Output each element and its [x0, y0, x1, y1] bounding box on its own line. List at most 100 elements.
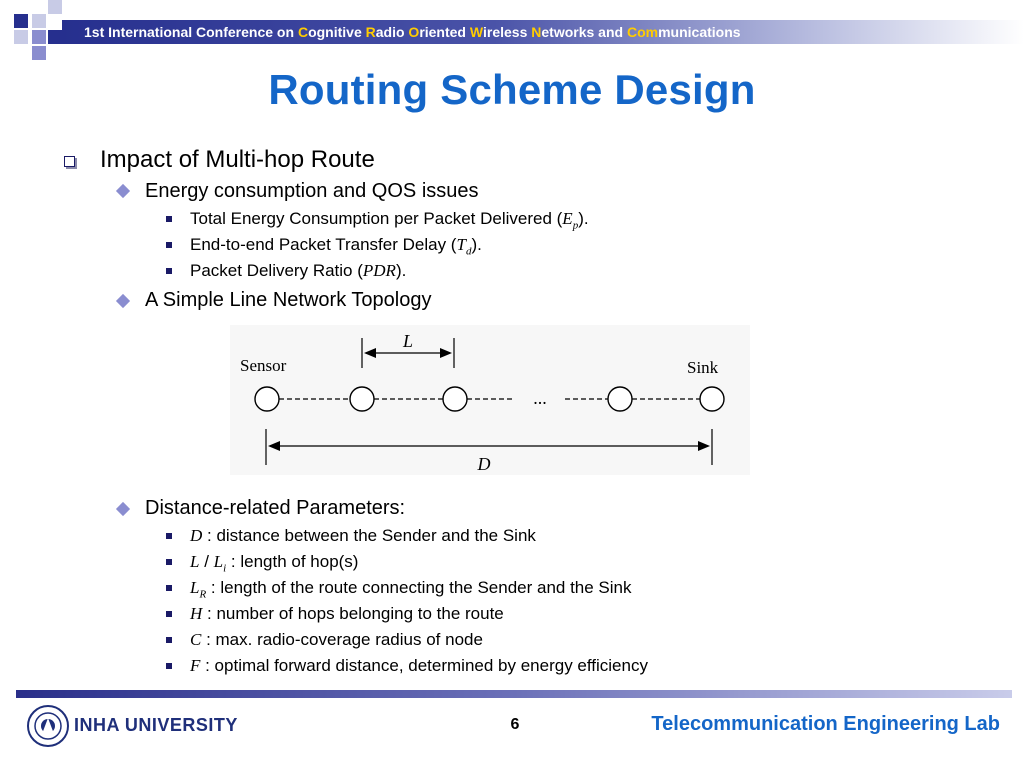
ep-symbol: Ep	[562, 209, 579, 232]
lr-sub: R	[199, 588, 207, 601]
distance-label: D	[477, 454, 491, 474]
ep-post: ).	[578, 209, 589, 228]
seal-emblem	[42, 718, 54, 734]
conference-title-segment: 1st International Conference on	[84, 24, 298, 40]
sink-node	[699, 386, 725, 412]
param-lr: LR : length of the route connecting the …	[190, 578, 632, 600]
sink-label: Sink	[687, 358, 719, 377]
c-text: : max. radio-coverage radius of node	[201, 630, 483, 649]
param-h: H : number of hops belonging to the rout…	[190, 604, 504, 624]
conference-title-segment: R	[365, 24, 376, 40]
hop-arrowhead-right	[440, 348, 452, 358]
td-pre: End-to-end Packet Transfer Delay (	[190, 235, 457, 254]
diamond-bullet-icon	[115, 183, 131, 199]
d-text: : distance between the Sender and the Si…	[202, 526, 536, 545]
relay-node	[607, 386, 633, 412]
l-text: : length of hop(s)	[226, 552, 359, 571]
square-bullet-icon	[64, 156, 75, 167]
td-symbol: Td	[456, 235, 472, 258]
td-sub: d	[465, 245, 472, 258]
ep-sub: p	[572, 219, 579, 232]
distance-arrowhead-right	[698, 441, 710, 451]
header-square	[14, 14, 28, 28]
ep-pre: Total Energy Consumption per Packet Deli…	[190, 209, 563, 228]
d-sym: D	[190, 526, 203, 545]
f-text: : optimal forward distance, determined b…	[200, 656, 648, 675]
small-square-bullet-icon	[166, 585, 172, 591]
distance-arrowhead-left	[268, 441, 280, 451]
slide-title: Routing Scheme Design	[268, 66, 756, 113]
l-sym: L	[190, 552, 200, 571]
td-sym: T	[456, 235, 466, 254]
li-sub: i	[223, 562, 227, 575]
small-square-bullet-icon	[166, 242, 172, 248]
conference-title-segment: N	[531, 24, 542, 40]
small-square-bullet-icon	[166, 268, 172, 274]
sensor-label: Sensor	[240, 356, 287, 375]
footer-bar	[16, 690, 1012, 698]
seal-inner-ring	[34, 712, 62, 740]
hop-label: L	[402, 331, 413, 351]
conference-title-segment: riented	[419, 24, 470, 40]
bullet-td: End-to-end Packet Transfer Delay (Td).	[190, 235, 482, 257]
conference-title-segment: ognitive	[308, 24, 366, 40]
conference-title-segment: ireless	[482, 24, 532, 40]
conference-title-segment: munications	[658, 24, 741, 40]
pdr-pre: Packet Delivery Ratio (	[190, 261, 363, 280]
header-square	[14, 30, 28, 44]
pdr-symbol: PDR	[362, 261, 396, 280]
f-sym: F	[190, 656, 201, 675]
diamond-bullet-icon	[115, 501, 131, 517]
param-f: F : optimal forward distance, determined…	[190, 656, 648, 676]
hop-arrowhead-left	[364, 348, 376, 358]
bullet-distance: Distance-related Parameters:	[145, 497, 406, 519]
small-square-bullet-icon	[166, 216, 172, 222]
small-square-bullet-icon	[166, 637, 172, 643]
ep-sym: E	[562, 209, 573, 228]
small-square-bullet-icon	[166, 533, 172, 539]
l-sep: /	[199, 552, 214, 571]
small-square-bullet-icon	[166, 559, 172, 565]
h-sym: H	[190, 604, 203, 623]
header-square	[48, 30, 62, 44]
line-topology-diagram: Sensor Sink L ... D	[230, 325, 750, 475]
conference-title-segment: etworks and	[541, 24, 627, 40]
relay-node	[442, 386, 468, 412]
li-symbol: Li	[213, 552, 227, 575]
small-square-bullet-icon	[166, 611, 172, 617]
c-sym: C	[190, 630, 202, 649]
pdr-post: ).	[395, 261, 407, 280]
conference-title-segment: O	[408, 24, 420, 40]
bullet-ep: Total Energy Consumption per Packet Deli…	[190, 209, 589, 231]
conference-title: 1st International Conference on Cognitiv…	[84, 21, 741, 43]
bullet-energy: Energy consumption and QOS issues	[145, 180, 479, 202]
h-text: : number of hops belonging to the route	[202, 604, 504, 623]
param-l: L / Li : length of hop(s)	[190, 552, 358, 574]
diamond-bullet-icon	[115, 293, 131, 309]
relay-node	[349, 386, 375, 412]
conference-title-segment: W	[469, 24, 483, 40]
diagram-background	[230, 325, 750, 475]
page-number: 6	[510, 716, 520, 733]
header-square	[32, 46, 46, 60]
header-square	[32, 30, 46, 44]
lr-sym: L	[190, 578, 200, 597]
university-seal-icon	[27, 705, 69, 747]
header-bar	[62, 20, 1024, 44]
lab-name: Telecommunication Engineering Lab	[651, 713, 1000, 735]
param-c: C : max. radio-coverage radius of node	[190, 630, 483, 650]
li-sym: L	[213, 552, 224, 571]
bullet-impact: Impact of Multi-hop Route	[100, 146, 375, 173]
sensor-node	[254, 386, 280, 412]
university-name: INHA UNIVERSITY	[74, 715, 238, 735]
conference-title-segment: Com	[626, 24, 659, 40]
param-d: D : distance between the Sender and the …	[190, 526, 536, 546]
conference-title-segment: C	[297, 24, 309, 40]
bullet-topology: A Simple Line Network Topology	[145, 289, 432, 311]
lr-text: : length of the route connecting the Sen…	[206, 578, 632, 597]
small-square-bullet-icon	[166, 663, 172, 669]
header-square	[48, 0, 62, 14]
header-square	[32, 14, 46, 28]
conference-title-segment: adio	[375, 24, 409, 40]
ellipsis: ...	[533, 388, 547, 408]
